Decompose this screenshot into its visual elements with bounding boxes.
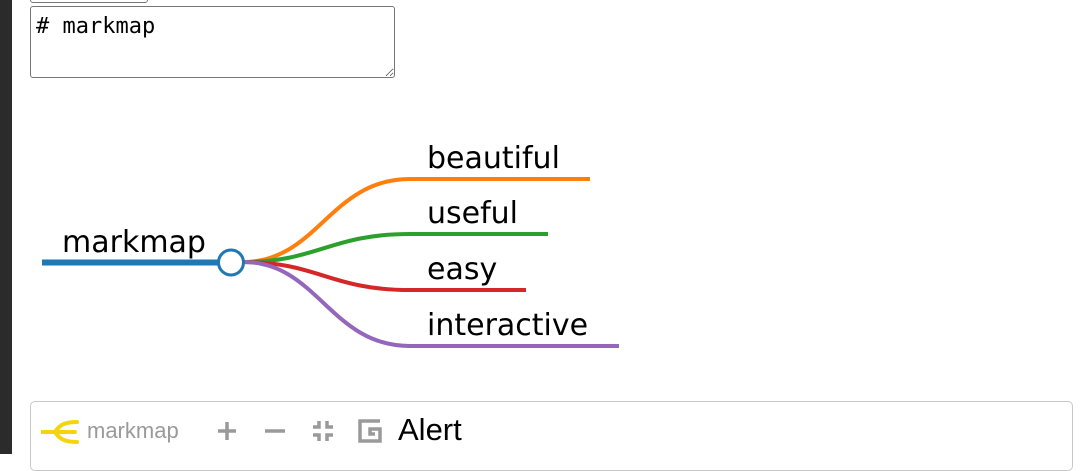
link-useful xyxy=(242,232,548,264)
brand-link[interactable]: markmap xyxy=(87,418,179,443)
node-label-beautiful[interactable]: beautiful xyxy=(427,141,560,176)
fit-screen-icon xyxy=(313,421,333,441)
zoom-out-button[interactable] xyxy=(262,418,288,444)
link-beautiful xyxy=(242,177,590,264)
mindmap-canvas[interactable]: markmap beautiful useful easy interactiv… xyxy=(0,100,700,370)
fit-screen-button[interactable] xyxy=(310,418,336,444)
minus-icon xyxy=(265,429,285,433)
left-rail xyxy=(0,0,12,454)
markmap-logo-icon[interactable] xyxy=(39,416,81,451)
node-label-interactive[interactable]: interactive xyxy=(427,308,588,343)
plus-icon xyxy=(218,422,236,440)
alert-button[interactable]: Alert xyxy=(398,412,462,447)
node-label-useful[interactable]: useful xyxy=(427,196,518,231)
markdown-editor[interactable] xyxy=(30,6,395,78)
root-node-label[interactable]: markmap xyxy=(62,225,206,260)
node-label-easy[interactable]: easy xyxy=(427,252,497,287)
g-square-icon xyxy=(358,419,382,443)
link-interactive xyxy=(242,260,619,348)
zoom-in-button[interactable] xyxy=(214,418,240,444)
link-easy xyxy=(242,260,526,292)
recurse-button[interactable] xyxy=(357,418,383,444)
top-tab-stub[interactable] xyxy=(30,0,148,3)
markmap-toolbar: markmap Alert xyxy=(30,401,1073,471)
root-node-toggle[interactable] xyxy=(217,248,245,277)
